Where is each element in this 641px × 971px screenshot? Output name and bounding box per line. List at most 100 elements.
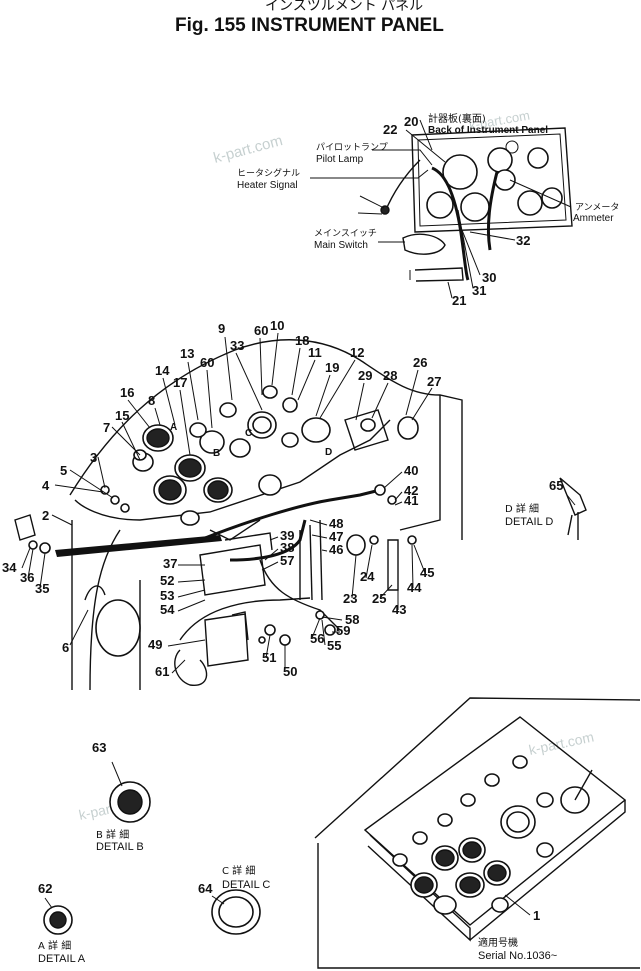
part-number: 10 (270, 318, 284, 333)
part-number: 44 (407, 580, 422, 595)
part-number: 9 (218, 321, 225, 336)
part-number: 43 (392, 602, 406, 617)
detail-letter: D (325, 447, 332, 458)
part-number: 27 (427, 374, 441, 389)
part-number: 30 (482, 270, 496, 285)
detail-c-label-jp: C 詳 細 (222, 864, 255, 877)
ammeter-label-jp: アンメータ (575, 202, 619, 213)
part-number: 57 (280, 553, 294, 568)
detail-d-label-jp: D 詳 細 (505, 502, 539, 515)
part-number: 13 (180, 346, 194, 361)
part-number: 23 (343, 591, 357, 606)
detail-c-label-en: DETAIL C (222, 879, 270, 891)
serial-inset-drawing (314, 697, 641, 969)
part-number: 26 (413, 355, 427, 370)
detail-b-drawing (109, 761, 151, 823)
part-number: 60 (254, 323, 268, 338)
part-number: 34 (2, 560, 17, 575)
main-switch-label-jp: メインスイッチ (314, 228, 377, 239)
watermark: k-part.com (527, 729, 595, 758)
part-number: 33 (230, 338, 244, 353)
part-number: 1 (533, 908, 540, 923)
main-assembly-drawing (14, 339, 463, 691)
part-number: 12 (350, 345, 364, 360)
part-number: 52 (160, 573, 174, 588)
part-number: 15 (115, 408, 129, 423)
part-number: 40 (404, 463, 418, 478)
part-number: 3 (90, 450, 97, 465)
watermark: k-part.com (212, 132, 285, 167)
part-number: 14 (155, 363, 170, 378)
part-number: 39 (280, 528, 294, 543)
part-number: 28 (383, 368, 397, 383)
detail-b-label-en: DETAIL B (96, 841, 144, 853)
pilot-lamp-label-en: Pilot Lamp (316, 154, 364, 165)
part-number: 5 (60, 463, 67, 478)
part-number: 61 (155, 664, 169, 679)
part-number: 4 (42, 478, 50, 493)
part-number: 47 (329, 529, 343, 544)
part-number: 59 (336, 623, 350, 638)
main-switch-label-en: Main Switch (314, 240, 368, 251)
part-number: 19 (325, 360, 339, 375)
detail-c-drawing (211, 889, 261, 935)
detail-d-label-en: DETAIL D (505, 516, 553, 528)
part-number: 48 (329, 516, 343, 531)
part-number: 35 (35, 581, 49, 596)
part-number: 22 (383, 122, 397, 137)
serial-label-en: Serial No.1036~ (478, 950, 557, 962)
part-number: 8 (148, 393, 155, 408)
part-number: 11 (308, 345, 322, 360)
detail-a-label-jp: A 詳 細 (38, 939, 71, 952)
part-number: 53 (160, 588, 174, 603)
detail-a-label-en: DETAIL A (38, 953, 86, 965)
part-number: 31 (472, 283, 486, 298)
detail-letter: C (245, 428, 252, 439)
part-number: 36 (20, 570, 34, 585)
part-number: 50 (283, 664, 297, 679)
part-number: 18 (295, 333, 309, 348)
part-number: 54 (160, 602, 175, 617)
part-number: 56 (310, 631, 324, 646)
part-number: 20 (404, 114, 418, 129)
back-panel-label-en: Back of Instrument Panel (428, 125, 548, 136)
heater-signal-label-jp: ヒータシグナル (237, 167, 300, 179)
part-number: 17 (173, 375, 187, 390)
serial-label-jp: 適用号機 (478, 936, 518, 949)
heater-signal-label-en: Heater Signal (237, 180, 298, 191)
part-number: 55 (327, 638, 341, 653)
part-number: 63 (92, 740, 106, 755)
part-number: 24 (360, 569, 375, 584)
part-number: 41 (404, 493, 418, 508)
part-number: 29 (358, 368, 372, 383)
detail-letter: B (213, 448, 220, 459)
part-number: 37 (163, 556, 177, 571)
part-number: 64 (198, 881, 213, 896)
part-number: 60 (200, 355, 214, 370)
part-number: 2 (42, 508, 49, 523)
part-number: 49 (148, 637, 162, 652)
detail-a-drawing (43, 897, 73, 935)
detail-letter: A (170, 422, 177, 433)
part-number: 32 (516, 233, 530, 248)
detail-b-label-jp: B 詳 細 (96, 828, 129, 841)
back-of-panel-drawing (380, 127, 573, 282)
pilot-lamp-label-jp: パイロットランプ (316, 142, 388, 153)
detail-d-drawing (559, 477, 587, 540)
ammeter-label-en: Ammeter (573, 213, 614, 224)
part-number: 42 (404, 483, 418, 498)
part-number: 62 (38, 881, 52, 896)
part-number: 51 (262, 650, 276, 665)
part-number: 21 (452, 293, 466, 308)
part-number: 58 (345, 612, 359, 627)
title-en: Fig. 155 INSTRUMENT PANEL (175, 15, 444, 36)
part-number: 16 (120, 385, 134, 400)
part-number: 6 (62, 640, 69, 655)
title-jp: インスツルメント パネル (265, 0, 423, 14)
part-number: 65 (549, 478, 563, 493)
part-number: 7 (103, 420, 110, 435)
part-number: 46 (329, 542, 343, 557)
part-number: 45 (420, 565, 434, 580)
part-number: 38 (280, 540, 294, 555)
leader-lines (21, 332, 576, 674)
